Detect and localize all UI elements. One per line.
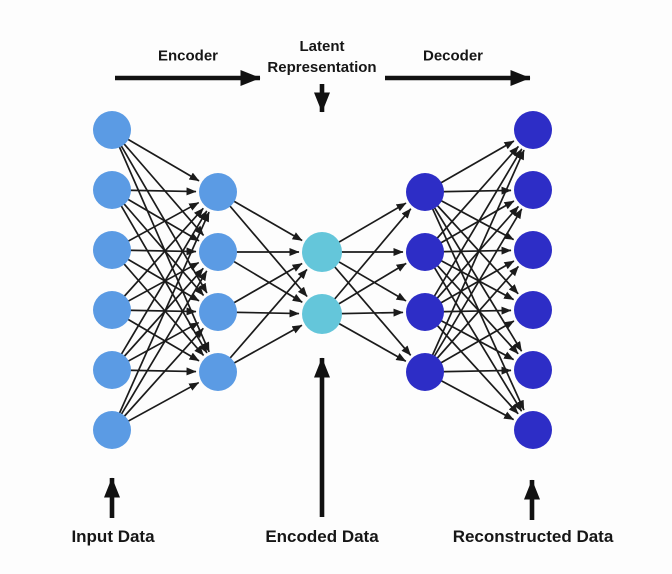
decoder-hidden-layer-node-2 — [406, 233, 444, 271]
edge — [424, 191, 519, 295]
encoder-label: Encoder — [157, 47, 219, 65]
edge-group — [111, 129, 525, 431]
edge — [424, 265, 520, 373]
output-layer-node-3 — [514, 231, 552, 269]
output-layer — [514, 111, 552, 449]
encoder-hidden-layer-node-1 — [199, 173, 237, 211]
decoder-label: Decoder — [422, 47, 484, 65]
input-layer-node-2 — [93, 171, 131, 209]
edge — [111, 129, 208, 294]
encoder-hidden-layer-node-3 — [199, 293, 237, 331]
encoder-hidden-layer-node-2 — [199, 233, 237, 271]
decoder-hidden-layer-node-4 — [406, 353, 444, 391]
output-layer-node-2 — [514, 171, 552, 209]
latent-layer-node-2 — [302, 294, 342, 334]
output-layer-node-5 — [514, 351, 552, 389]
latent-label-line2: Representation — [267, 59, 377, 76]
edge — [111, 270, 208, 431]
edge — [217, 191, 308, 298]
edge — [424, 149, 525, 373]
input-layer-node-3 — [93, 231, 131, 269]
encoder-hidden-layer-node-4 — [199, 353, 237, 391]
edge — [424, 205, 520, 313]
edge — [424, 311, 519, 415]
edge — [111, 210, 208, 371]
output-layer-node-6 — [514, 411, 552, 449]
input-data-label: Input Data — [71, 527, 155, 546]
edge — [321, 208, 412, 315]
edge — [111, 207, 204, 311]
edge — [424, 145, 520, 253]
edge — [424, 251, 523, 412]
edge — [424, 148, 523, 313]
edge — [111, 189, 205, 296]
output-layer-node-1 — [514, 111, 552, 149]
edge — [111, 249, 205, 356]
decoder-hidden-layer — [406, 173, 444, 391]
edge — [424, 251, 519, 355]
input-layer-node-1 — [93, 111, 131, 149]
latent-label-line1: Latent — [299, 38, 345, 55]
edge — [321, 251, 412, 356]
edge — [111, 327, 204, 431]
decoder-hidden-layer-node-1 — [406, 173, 444, 211]
encoder-hidden-layer — [199, 173, 237, 391]
edge — [111, 267, 204, 371]
latent-representation-label: Latent Representation — [257, 36, 387, 78]
output-layer-node-4 — [514, 291, 552, 329]
edge — [424, 208, 523, 373]
edge — [217, 268, 308, 373]
input-layer — [93, 111, 131, 449]
decoder-hidden-layer-node-3 — [406, 293, 444, 331]
latent-layer — [302, 232, 342, 334]
input-layer-node-4 — [93, 291, 131, 329]
input-layer-node-6 — [93, 411, 131, 449]
encoded-data-label: Encoded Data — [265, 527, 379, 546]
edge — [111, 211, 210, 431]
latent-layer-node-1 — [302, 232, 342, 272]
reconstructed-data-label: Reconstructed Data — [452, 527, 614, 546]
edge — [111, 189, 208, 354]
edge — [111, 129, 205, 236]
input-layer-node-5 — [93, 351, 131, 389]
